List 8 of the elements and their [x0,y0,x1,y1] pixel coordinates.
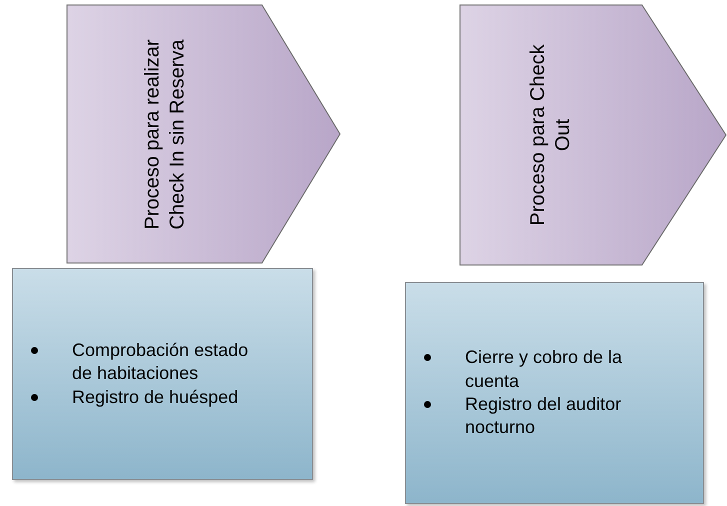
task-list-box [12,268,313,480]
bullet-item: Registro del auditor nocturno [465,393,622,440]
bullet-item: Comprobación estado de habitaciones [72,338,250,386]
task-list-box [405,282,704,504]
process-label: Proceso para realizar Check In sin Reserva [140,38,188,232]
bullet-item: Cierre y cobro de la cuenta [465,346,624,393]
bullet-item: Registro de huésped [72,386,240,409]
process-label: Proceso para Check Out [526,43,575,228]
